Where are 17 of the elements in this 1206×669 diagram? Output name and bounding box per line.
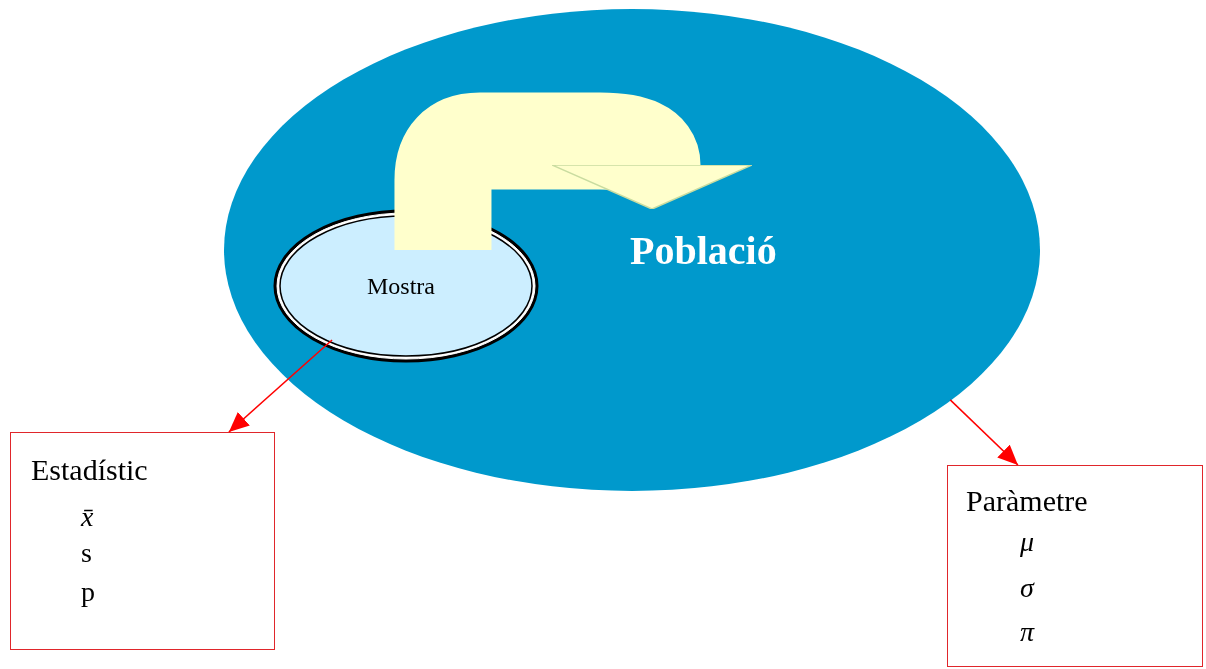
population-ellipse bbox=[224, 9, 1040, 491]
symbol-label: s bbox=[81, 539, 92, 567]
parameter-box bbox=[947, 465, 1203, 667]
symbol-label: σ bbox=[1020, 574, 1034, 602]
symbol-label: μ bbox=[1020, 528, 1035, 556]
arrow bbox=[394, 92, 753, 250]
sample-label: Mostra bbox=[367, 274, 435, 298]
sample-ellipse bbox=[273, 209, 539, 363]
statistic-box bbox=[10, 432, 275, 650]
box-heading: Paràmetre bbox=[966, 486, 1088, 516]
arrow bbox=[949, 399, 1019, 466]
symbol-label: x̄ bbox=[81, 503, 94, 531]
symbol-label: π bbox=[1020, 618, 1035, 646]
population-label: Població bbox=[630, 231, 777, 271]
arrow bbox=[228, 339, 333, 433]
box-heading: Estadístic bbox=[31, 455, 148, 485]
symbol-label: p bbox=[81, 578, 95, 606]
